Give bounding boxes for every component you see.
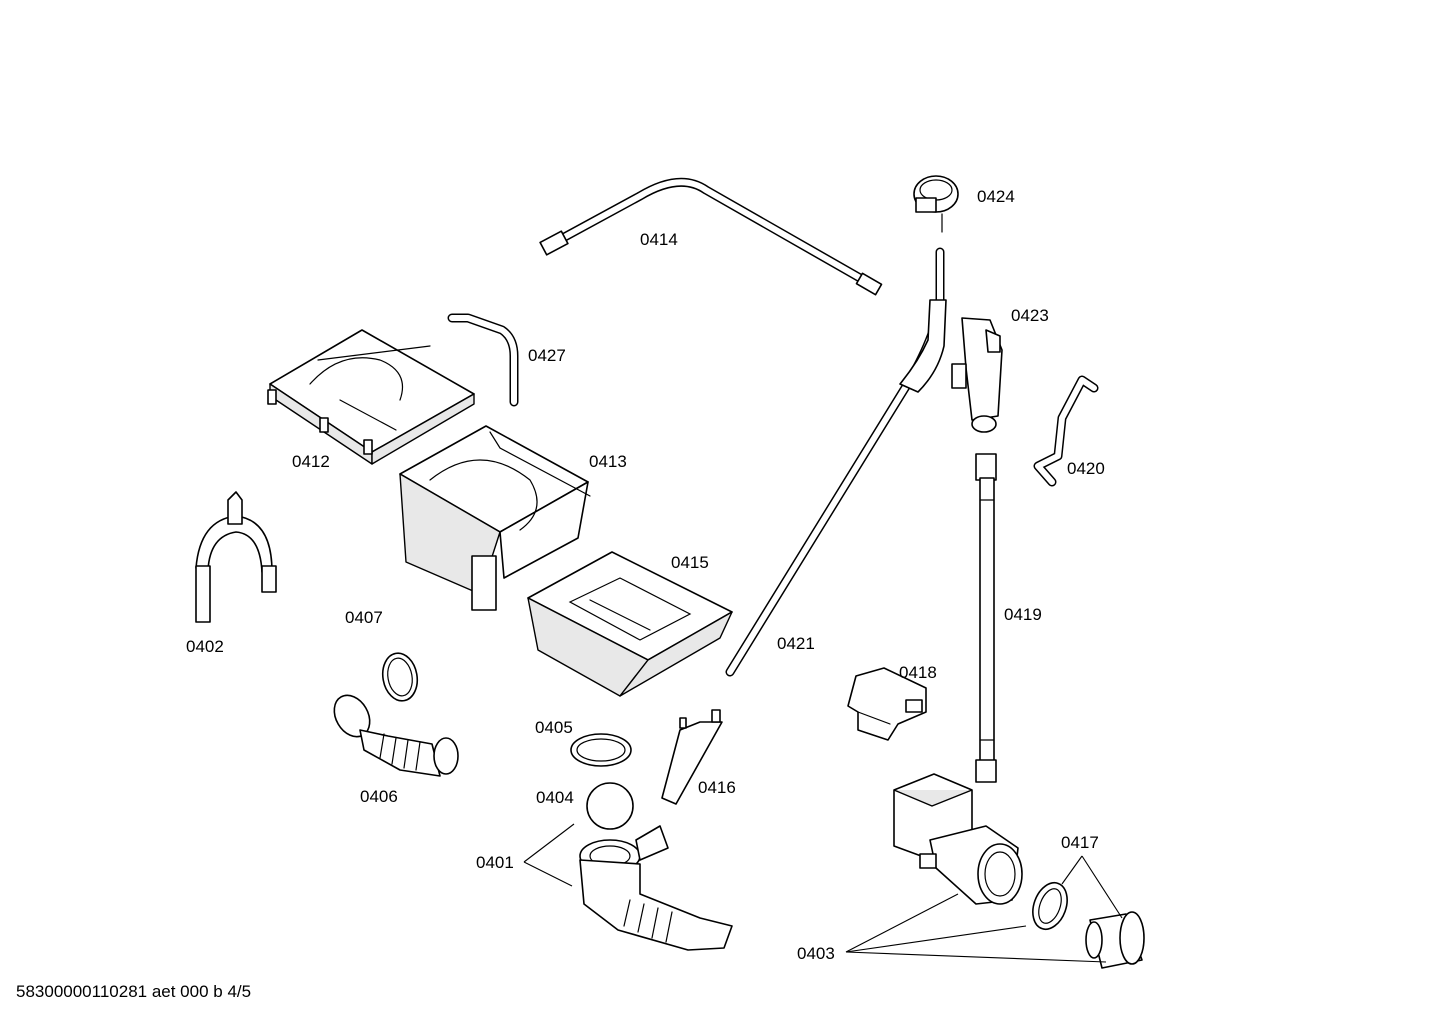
part-0413-drawer-housing: [399, 425, 591, 611]
leader-0417-a: [1061, 855, 1083, 885]
label-0416: 0416: [698, 778, 736, 797]
part-0403-drain-pump: [893, 773, 1023, 905]
part-0417-filter: [1032, 881, 1145, 969]
part-0415-drawer: [527, 551, 733, 697]
part-0405-seal-ring: [570, 733, 632, 767]
leader-0401-b: [523, 861, 573, 887]
document-footer: 58300000110281 aet 000 b 4/5: [16, 982, 251, 1001]
part-0418-bracket: [847, 667, 927, 741]
part-0404-ball: [586, 782, 634, 830]
part-0424-pressure-switch: [913, 175, 959, 233]
leader-0417-b: [1081, 855, 1123, 919]
label-0401: 0401: [476, 853, 514, 872]
label-0417: 0417: [1061, 833, 1099, 852]
label-0403: 0403: [797, 944, 835, 963]
label-0421: 0421: [777, 634, 815, 653]
leader-0403-b: [845, 925, 1027, 953]
leader-0401-a: [523, 823, 575, 863]
part-0420-small-tube: [1033, 375, 1099, 487]
label-0413: 0413: [589, 452, 627, 471]
part-0421-tube: [725, 247, 947, 677]
label-0405: 0405: [535, 718, 573, 737]
part-labels: 0424 0414 0423 0427 0412 0413 0420 0415 …: [186, 187, 1105, 963]
part-0427-small-hose: [447, 313, 519, 407]
leader-0403-a: [845, 893, 959, 953]
label-0427: 0427: [528, 346, 566, 365]
part-0414-hose: [539, 177, 883, 296]
label-0407: 0407: [345, 608, 383, 627]
label-0415: 0415: [671, 553, 709, 572]
part-0416-sensor: [661, 709, 723, 805]
label-0424: 0424: [977, 187, 1015, 206]
part-0402-hose-holder: [195, 491, 277, 623]
label-0402: 0402: [186, 637, 224, 656]
label-0406: 0406: [360, 787, 398, 806]
label-0412: 0412: [292, 452, 330, 471]
label-0418: 0418: [899, 663, 937, 682]
label-0423: 0423: [1011, 306, 1049, 325]
leader-0403-c: [845, 951, 1107, 963]
part-0419-corrugated-hose: [975, 453, 997, 783]
label-0419: 0419: [1004, 605, 1042, 624]
part-0412-dispenser-frame: [267, 329, 475, 465]
label-0420: 0420: [1067, 459, 1105, 478]
part-0407-seal-ring: [381, 652, 419, 702]
label-0404: 0404: [536, 788, 574, 807]
part-0401-sump-hose: [579, 825, 733, 951]
part-0406-bellows-hose: [333, 694, 459, 777]
label-0414: 0414: [640, 230, 678, 249]
part-0423-air-trap: [951, 317, 1003, 433]
leader-lines: [523, 823, 1123, 963]
